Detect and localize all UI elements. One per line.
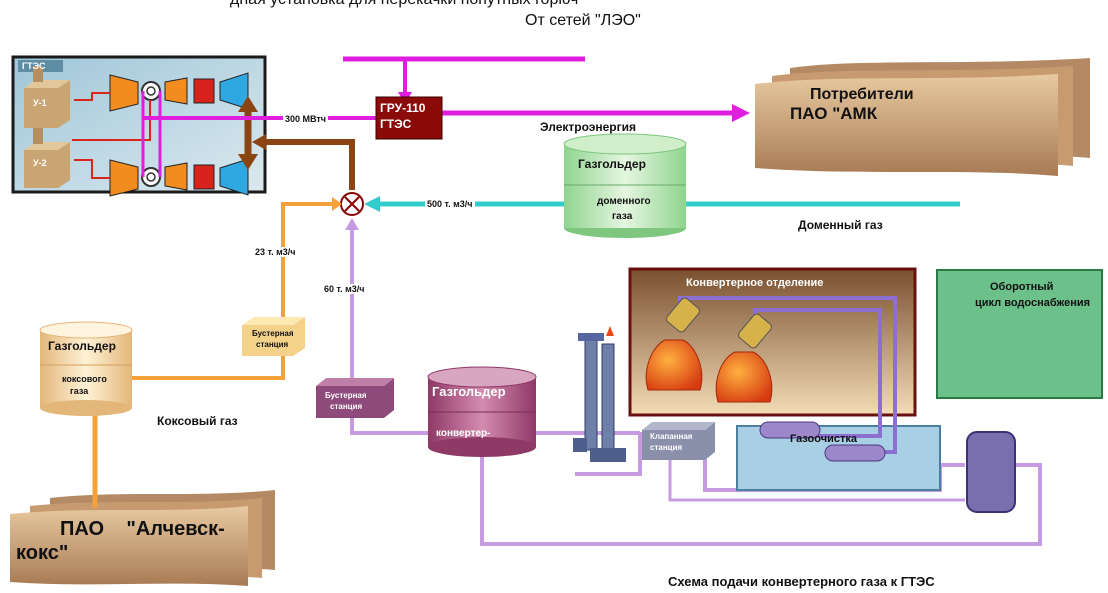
gru-box bbox=[375, 96, 443, 140]
gtes-panel bbox=[11, 55, 267, 197]
blast-holder-line1: Газгольдер bbox=[578, 157, 646, 171]
blast-holder-line2: доменного bbox=[597, 196, 651, 207]
unit1-label: У-1 bbox=[33, 98, 47, 108]
electric-lines bbox=[143, 56, 750, 122]
valve-station bbox=[642, 422, 715, 460]
coke-holder-line3: газа bbox=[70, 386, 89, 396]
converter-department bbox=[628, 267, 917, 454]
water-cycle-box bbox=[936, 269, 1103, 399]
gtes-title: ГТЭС bbox=[22, 61, 46, 71]
coke-holder-line1: Газгольдер bbox=[48, 339, 116, 353]
consumers-line2: ПАО "АМК bbox=[790, 104, 878, 123]
blast-gas-holder bbox=[563, 133, 687, 238]
booster-station-1 bbox=[242, 317, 305, 356]
electricity-label: Электроэнергия bbox=[540, 120, 637, 134]
top-caption: От сетей "ЛЭО" bbox=[525, 12, 641, 29]
booster2-line1: Бустерная bbox=[325, 391, 367, 400]
conv-rate-label: 60 т. м3/ч bbox=[322, 284, 367, 295]
top-caption-partial: дная установка для перекачки попутных го… bbox=[230, 0, 578, 9]
coke-gas-label: Коксовый газ bbox=[157, 414, 238, 428]
coke-holder-line2: коксового bbox=[62, 374, 107, 384]
gru-line2: ГТЭС bbox=[380, 117, 412, 131]
blast-holder-line3: газа bbox=[612, 211, 633, 222]
coke-gas-holder bbox=[39, 321, 133, 416]
water-line1: Оборотный bbox=[990, 281, 1054, 293]
blast-gas-label: Доменный газ bbox=[798, 218, 883, 232]
mixer-symbol bbox=[340, 192, 364, 216]
flare-stacks bbox=[573, 326, 626, 462]
water-line2: цикл водоснабжения bbox=[975, 297, 1091, 309]
booster-station-2 bbox=[316, 378, 394, 418]
conv-holder-line2: конвертер- bbox=[436, 428, 491, 439]
gru-line1: ГРУ-110 bbox=[380, 101, 426, 115]
alchevsk-block bbox=[10, 490, 275, 586]
coke-rate-label: 23 т. м3/ч bbox=[253, 247, 298, 258]
booster1-line1: Бустерная bbox=[252, 329, 294, 338]
valve-line1: Клапанная bbox=[650, 432, 693, 441]
blast-rate-label: 500 т. м3/ч bbox=[425, 199, 475, 210]
consumers-line1: Потребители bbox=[810, 86, 914, 103]
converter-dept-label: Конвертерное отделение bbox=[686, 277, 824, 289]
unit2-label: У-2 bbox=[33, 158, 47, 168]
alchevsk-line2: кокс" bbox=[16, 542, 69, 564]
gas-cleaning-pipes bbox=[759, 421, 886, 462]
gas-cleaning-label: Газоочистка bbox=[790, 433, 857, 445]
conv-holder-line1: Газгольдер bbox=[432, 384, 506, 399]
coke-gas-line bbox=[92, 197, 342, 508]
bottom-caption: Схема подачи конвертерного газа к ГТЭС bbox=[668, 574, 935, 589]
consumers-block bbox=[755, 58, 1090, 176]
power-rate-label: 300 МВтч bbox=[283, 114, 329, 125]
booster2-line2: станция bbox=[330, 402, 363, 411]
booster1-line2: станция bbox=[256, 340, 289, 349]
scrubber-vessel bbox=[966, 431, 1016, 513]
valve-line2: станция bbox=[650, 443, 683, 452]
heat-line bbox=[252, 134, 355, 190]
alchevsk-line1: ПАО "Алчевск- bbox=[60, 518, 225, 540]
converter-gas-holder bbox=[427, 366, 537, 457]
